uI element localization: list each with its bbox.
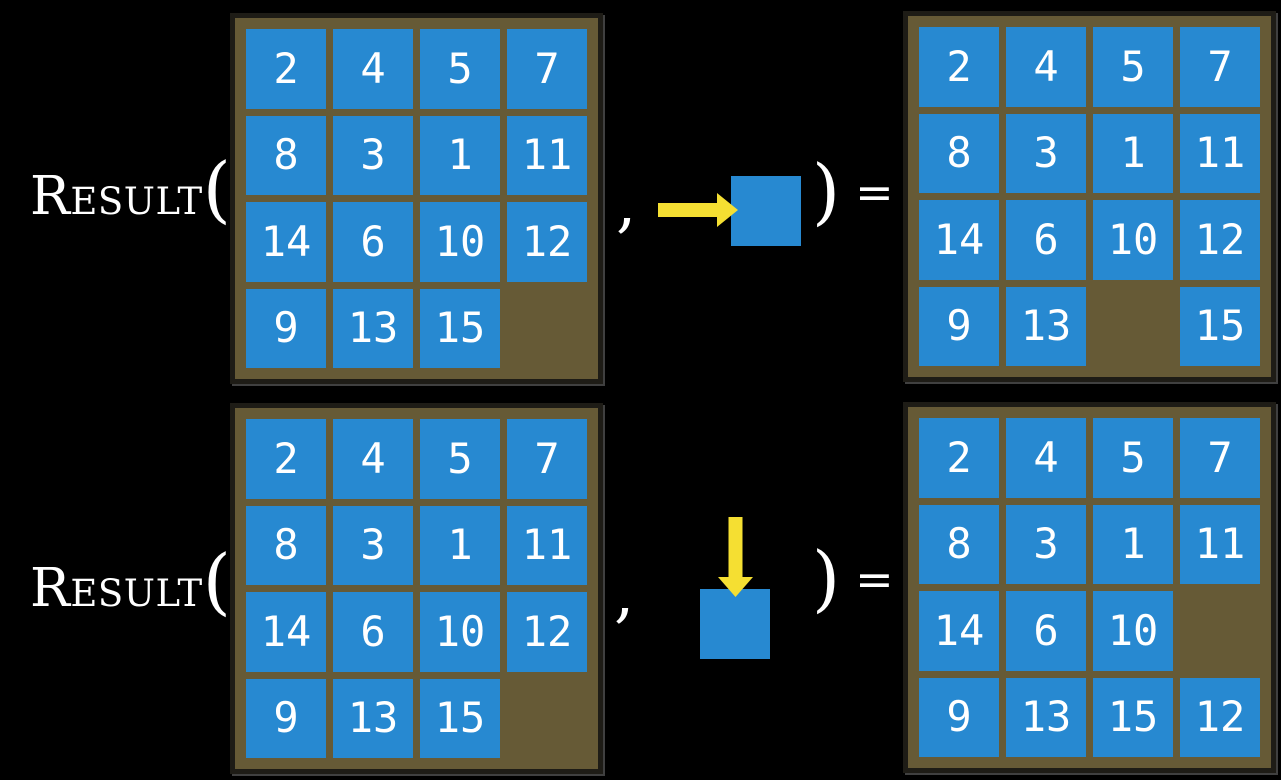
puzzle-tile-5: 5 (1093, 27, 1173, 107)
puzzle-tile-2: 2 (246, 419, 326, 499)
puzzle-tile-7: 7 (507, 419, 587, 499)
puzzle-tile-7: 7 (507, 29, 587, 109)
puzzle-tile-6: 6 (333, 592, 413, 672)
puzzle-tile-4: 4 (333, 419, 413, 499)
puzzle-tile-14: 14 (246, 202, 326, 282)
blank-cell (507, 289, 587, 369)
puzzle-tile-8: 8 (919, 113, 999, 193)
puzzle-tile-15: 15 (1180, 286, 1260, 366)
puzzle-tile-1: 1 (420, 115, 500, 195)
puzzle-tile-15: 15 (420, 288, 500, 368)
arrow-down-icon (718, 517, 753, 597)
puzzle-tile-7: 7 (1180, 418, 1260, 498)
puzzle-tile-5: 5 (1093, 418, 1173, 498)
blank-cell (1180, 591, 1260, 671)
puzzle-tile-8: 8 (246, 505, 326, 585)
puzzle-tile-10: 10 (420, 202, 500, 282)
result-expression-2: Result( (30, 545, 231, 619)
puzzle-tile-3: 3 (1006, 113, 1086, 193)
puzzle-tile-1: 1 (1093, 113, 1173, 193)
puzzle-tile-3: 3 (333, 505, 413, 585)
puzzle-tile-8: 8 (246, 115, 326, 195)
comma: , (616, 167, 637, 241)
puzzle-tile-10: 10 (1093, 200, 1173, 280)
puzzle-tile-9: 9 (246, 288, 326, 368)
puzzle-tile-6: 6 (1006, 200, 1086, 280)
puzzle-tile-9: 9 (246, 678, 326, 758)
puzzle-tile-6: 6 (1006, 591, 1086, 671)
puzzle-tile-2: 2 (246, 29, 326, 109)
puzzle-tile-15: 15 (420, 678, 500, 758)
function-name: Result (30, 558, 203, 619)
puzzle-tile-10: 10 (420, 592, 500, 672)
equals-sign: = (855, 552, 894, 606)
comma: , (614, 557, 635, 631)
puzzle-tile-1: 1 (1093, 504, 1173, 584)
puzzle-tile-13: 13 (1006, 286, 1086, 366)
function-name: Result (30, 166, 203, 227)
puzzle-tile-13: 13 (333, 678, 413, 758)
puzzle-tile-12: 12 (507, 202, 587, 282)
puzzle-tile-8: 8 (919, 504, 999, 584)
puzzle-tile-5: 5 (420, 419, 500, 499)
puzzle-tile-11: 11 (1180, 113, 1260, 193)
puzzle-tile-12: 12 (507, 592, 587, 672)
puzzle-tile-1: 1 (420, 505, 500, 585)
puzzle-tile-14: 14 (246, 592, 326, 672)
close-paren: ) (812, 149, 841, 233)
puzzle-tile-3: 3 (333, 115, 413, 195)
puzzle-tile-13: 13 (1006, 677, 1086, 757)
puzzle-tile-11: 11 (507, 505, 587, 585)
open-paren: ( (202, 147, 231, 231)
puzzle-tile-10: 10 (1093, 591, 1173, 671)
puzzle-tile-12: 12 (1180, 677, 1260, 757)
puzzle-tile-4: 4 (1006, 27, 1086, 107)
puzzle-tile-2: 2 (919, 418, 999, 498)
close-paren: ) (812, 536, 841, 620)
arrow-right-icon (658, 193, 738, 227)
puzzle-tile-9: 9 (919, 286, 999, 366)
puzzle-tile-14: 14 (919, 591, 999, 671)
puzzle-tile-13: 13 (333, 288, 413, 368)
blank-cell (507, 679, 587, 759)
puzzle-tile-7: 7 (1180, 27, 1260, 107)
puzzle-tile-14: 14 (919, 200, 999, 280)
puzzle-tile-3: 3 (1006, 504, 1086, 584)
open-paren: ( (202, 539, 231, 623)
puzzle-tile-6: 6 (333, 202, 413, 282)
puzzle-tile-15: 15 (1093, 677, 1173, 757)
puzzle-tile-5: 5 (420, 29, 500, 109)
puzzle-tile-11: 11 (507, 115, 587, 195)
result-expression-1: Result( (30, 153, 231, 227)
puzzle-tile-4: 4 (1006, 418, 1086, 498)
equals-sign: = (855, 165, 894, 219)
action-blank-tile (731, 176, 801, 246)
puzzle-tile-11: 11 (1180, 504, 1260, 584)
puzzle-tile-2: 2 (919, 27, 999, 107)
blank-cell (1093, 287, 1173, 367)
action-blank-tile (700, 589, 770, 659)
puzzle-tile-9: 9 (919, 677, 999, 757)
puzzle-tile-12: 12 (1180, 200, 1260, 280)
close-paren-equals-1: ) = (812, 155, 894, 227)
close-paren-equals-2: ) = (812, 542, 894, 614)
puzzle-tile-4: 4 (333, 29, 413, 109)
